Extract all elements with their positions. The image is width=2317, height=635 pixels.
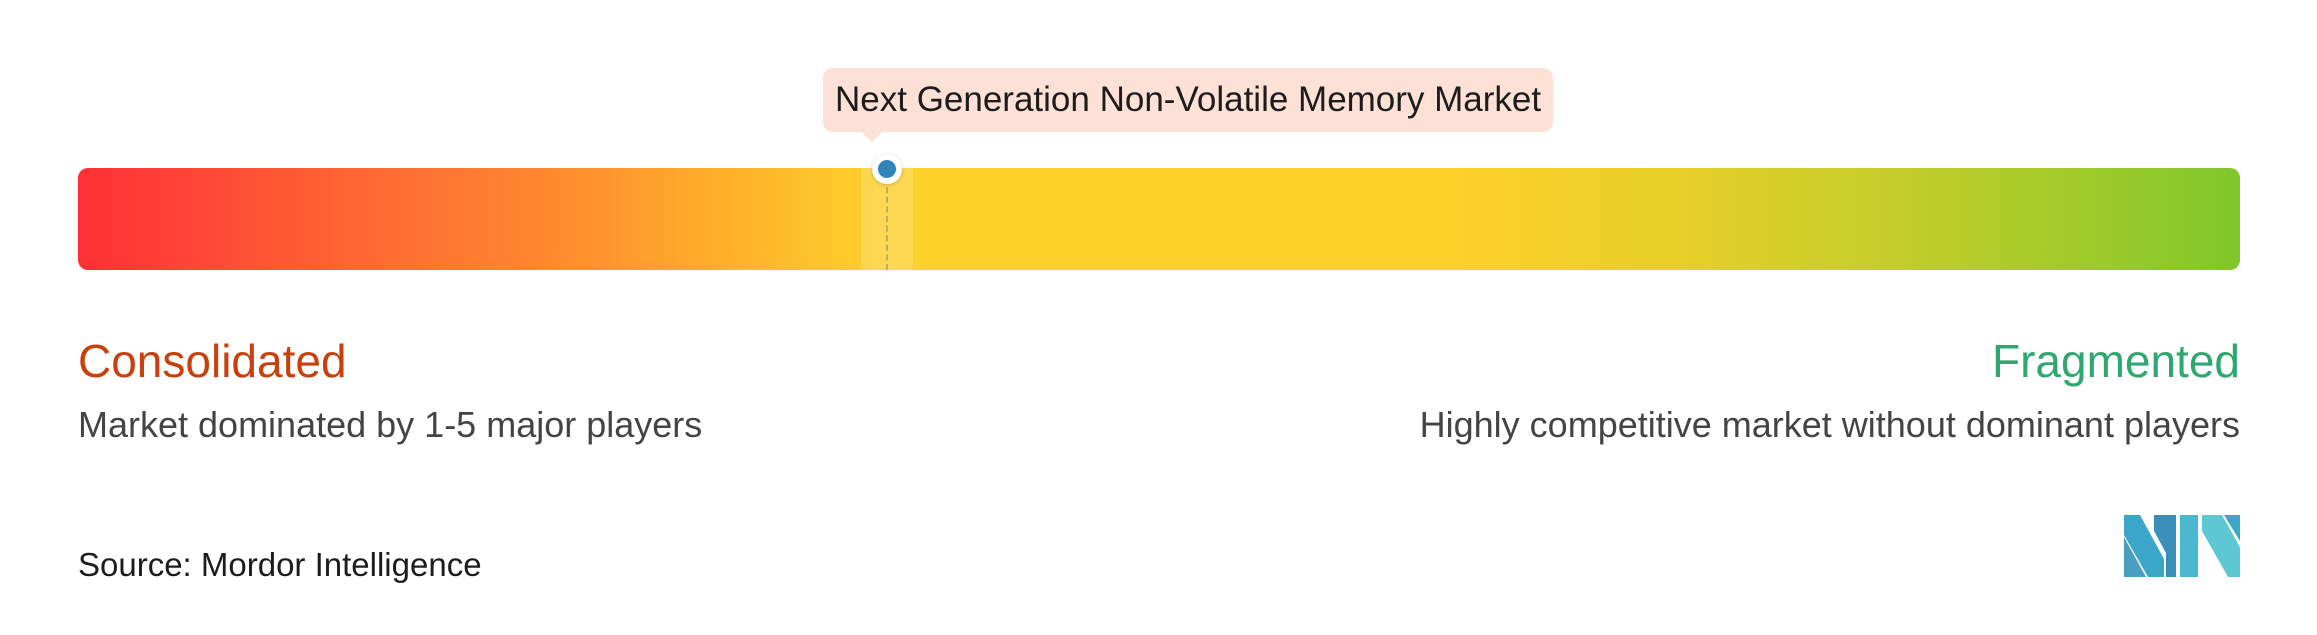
mordor-intelligence-logo-icon	[2124, 515, 2240, 577]
marker-dashed-line	[885, 168, 888, 270]
market-position-tooltip: Next Generation Non-Volatile Memory Mark…	[823, 68, 1554, 132]
tooltip-pointer-icon	[862, 132, 882, 142]
consolidated-title: Consolidated	[78, 335, 347, 387]
market-name-label: Next Generation Non-Volatile Memory Mark…	[835, 80, 1542, 119]
consolidated-description: Market dominated by 1-5 major players	[78, 404, 703, 445]
source-attribution: Source: Mordor Intelligence	[78, 546, 482, 583]
fragmented-title: Fragmented	[1991, 335, 2240, 387]
market-position-marker	[871, 154, 902, 184]
marker-highlight-band	[860, 168, 913, 270]
fragmented-description: Highly competitive market without domina…	[1419, 404, 2240, 445]
concentration-gauge-bar	[78, 154, 2240, 270]
